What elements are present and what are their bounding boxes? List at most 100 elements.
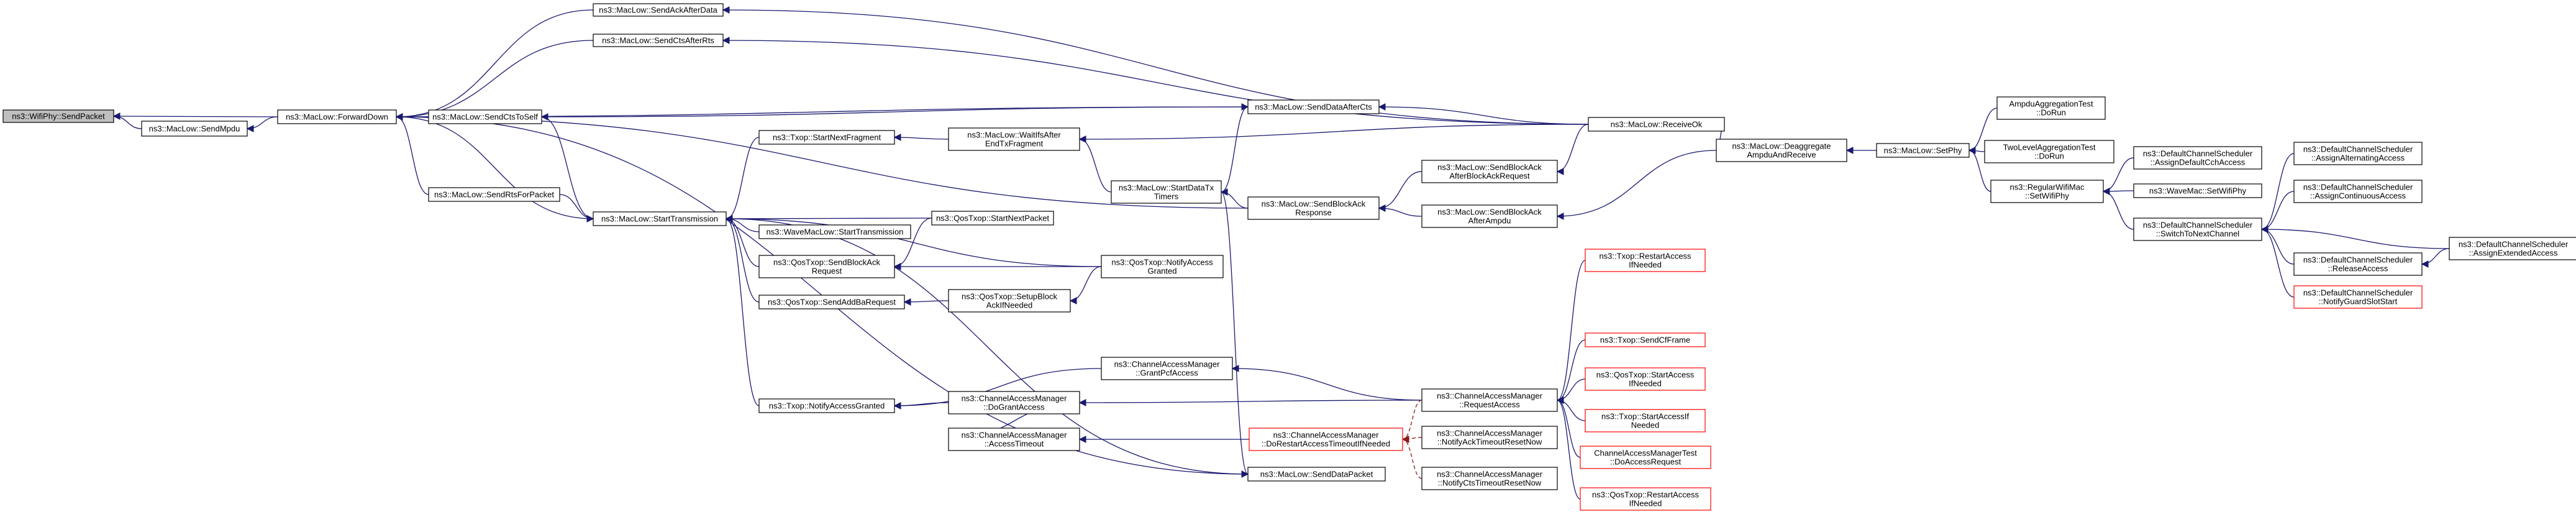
node-box (593, 34, 724, 47)
edge-path (1078, 124, 1589, 143)
edge-path (112, 112, 142, 129)
node-channelaccessmanagertest-doaccessrequest[interactable]: ChannelAccessManagerTest::DoAccessReques… (1580, 446, 1711, 469)
edge-n7-to-n2 (395, 113, 594, 219)
node-ns3-channelaccessmanager-dograntaccess[interactable]: ns3::ChannelAccessManager::DoGrantAccess (948, 391, 1080, 414)
node-ns3-wavemaclow-starttransmission[interactable]: ns3::WaveMacLow::StartTransmission (758, 224, 911, 239)
node-ns3-maclow-sendblockack-afterblockackrequest[interactable]: ns3::MacLow::SendBlockAckAfterBlockAckRe… (1421, 160, 1558, 183)
node-ns3-defaultchannelscheduler-assigndefaultcchaccess[interactable]: ns3::DefaultChannelScheduler::AssignDefa… (2133, 146, 2262, 170)
node-box (141, 121, 248, 137)
edge-path (1078, 399, 1422, 406)
node-ns3-channelaccessmanager-requestaccess[interactable]: ns3::ChannelAccessManager::RequestAccess (1421, 388, 1558, 412)
node-ns3-maclow-sendctsafterrts[interactable]: ns3::MacLow::SendCtsAfterRts (593, 34, 724, 47)
node-ns3-regularwifimac-setwifiphy[interactable]: ns3::RegularWifiMac::SetWifiPhy (1990, 180, 2104, 203)
node-label: Response (1295, 208, 1332, 217)
node-ns3-channelaccessmanager-accesstimeout[interactable]: ns3::ChannelAccessManager::AccessTimeout (948, 428, 1080, 451)
node-label: ns3::WaveMac::SetWifiPhy (2149, 186, 2247, 196)
node-ns3-maclow-forwarddown[interactable]: ns3::MacLow::ForwardDown (277, 109, 397, 124)
node-ns3-maclow-senddataaftercts[interactable]: ns3::MacLow::SendDataAfterCts (1247, 99, 1380, 114)
node-label: ns3::Txop::RestartAccess (1599, 252, 1691, 261)
node-ns3-defaultchannelscheduler-assigncontinuousaccess[interactable]: ns3::DefaultChannelScheduler::AssignCont… (2293, 180, 2423, 203)
edge-n5-to-n7 (541, 116, 594, 222)
node-ns3-qostxop-sendaddbarequest[interactable]: ns3::QosTxop::SendAddBaRequest (758, 295, 905, 309)
node-ns3-channelaccessmanager-notifyacktimeoutresetnow[interactable]: ns3::ChannelAccessManager::NotifyAckTime… (1421, 426, 1558, 449)
node-ns3-txop-startnextfragment[interactable]: ns3::Txop::StartNextFragment (758, 130, 895, 145)
node-box (2133, 183, 2262, 198)
node-ns3-channelaccessmanager-notifyctstimeoutresetnow[interactable]: ns3::ChannelAccessManager::NotifyCtsTime… (1421, 467, 1558, 490)
node-ns3-maclow-sendrtsforpacket[interactable]: ns3::MacLow::SendRtsForPacket (428, 187, 560, 202)
node-label: ns3::ChannelAccessManager (962, 394, 1067, 403)
edge-n31-to-n28 (1556, 260, 1586, 404)
edge-path (725, 215, 760, 406)
node-ns3-maclow-setphy[interactable]: ns3::MacLow::SetPhy (1876, 143, 1970, 158)
edge-n44-to-n41 (2102, 188, 2134, 230)
edge-n18-to-n7 (725, 215, 1102, 267)
edge-n1-to-n0 (112, 112, 142, 129)
node-ns3-channelaccessmanager-grantpcfaccess[interactable]: ns3::ChannelAccessManager::GrantPcfAcces… (1101, 357, 1233, 380)
node-ns3-maclow-sendctstoself[interactable]: ns3::MacLow::SendCtsToSelf (428, 109, 542, 124)
edge-path (112, 112, 278, 120)
node-box (428, 109, 542, 124)
node-ampduaggregationtest-dorun[interactable]: AmpduAggregationTest::DoRun (1996, 96, 2106, 120)
node-label: ns3::DefaultChannelScheduler (2143, 149, 2253, 158)
node-box (593, 3, 724, 17)
edge-n30-to-n21 (1401, 436, 1422, 479)
edge-path (1556, 150, 1717, 220)
edge-n28-to-n13 (1078, 399, 1422, 406)
edge-path (395, 9, 594, 121)
node-ns3-qostxop-startnextpacket[interactable]: ns3::QosTxop::StartNextPacket (931, 211, 1054, 226)
edge-n27-to-n3 (722, 6, 1589, 125)
node-label: ns3::ChannelAccessManager (1437, 470, 1542, 479)
node-label: ns3::MacLow::ReceiveOk (1611, 120, 1703, 129)
node-ns3-maclow-starttransmission[interactable]: ns3::MacLow::StartTransmission (593, 211, 727, 226)
node-box (948, 391, 1080, 414)
node-ns3-defaultchannelscheduler-releaseaccess[interactable]: ns3::DefaultChannelScheduler::ReleaseAcc… (2293, 252, 2423, 276)
node-label: ns3::MacLow::SendDataPacket (1260, 470, 1373, 479)
node-ns3-txop-sendcfframe[interactable]: ns3::Txop::SendCfFrame (1585, 332, 1706, 347)
node-ns3-defaultchannelscheduler-assignalternatingaccess[interactable]: ns3::DefaultChannelScheduler::AssignAlte… (2293, 142, 2423, 165)
node-label: IfNeeded (1629, 379, 1662, 388)
node-ns3-maclow-sendackafterdata[interactable]: ns3::MacLow::SendAckAfterData (593, 3, 724, 17)
node-box (1101, 357, 1233, 380)
node-ns3-defaultchannelscheduler-assignextendedaccess[interactable]: ns3::DefaultChannelScheduler::AssignExte… (2449, 237, 2576, 260)
node-box (1247, 467, 1386, 482)
node-ns3-wavemac-setwifiphy[interactable]: ns3::WaveMac::SetWifiPhy (2133, 183, 2262, 198)
node-twolevelaggregationtest-dorun[interactable]: TwoLevelAggregationTest::DoRun (1984, 140, 2114, 163)
node-ns3-qostxop-notifyaccess-granted[interactable]: ns3::QosTxop::NotifyAccessGranted (1101, 255, 1224, 278)
edge-path (1556, 124, 1589, 175)
edge-n16-to-n15 (1078, 135, 1112, 193)
node-ns3-maclow-sendmpdu[interactable]: ns3::MacLow::SendMpdu (141, 121, 248, 137)
node-label: ns3::MacLow::SendCtsToSelf (432, 112, 538, 122)
edge-n16-to-n23 (1221, 103, 1249, 193)
node-label: Timers (1154, 192, 1179, 201)
node-ns3-wifiphy-sendpacket[interactable]: ns3::WifiPhy::SendPacket (2, 109, 114, 123)
node-ns3-defaultchannelscheduler-switchtonextchannel[interactable]: ns3::DefaultChannelScheduler::SwitchToNe… (2133, 217, 2262, 241)
node-label: ns3::QosTxop::RestartAccess (1592, 490, 1699, 500)
node-ns3-maclow-receiveok[interactable]: ns3::MacLow::ReceiveOk (1588, 117, 1725, 132)
node-box (2449, 237, 2576, 260)
node-label: ns3::MacLow::SendDataAfterCts (1255, 103, 1372, 112)
edge-n46-to-n44 (2260, 191, 2295, 233)
edge-path (1220, 188, 1249, 209)
node-ns3-channelaccessmanager-dorestartaccesstimeoutifneeded[interactable]: ns3::ChannelAccessManager::DoRestartAcce… (1249, 428, 1403, 451)
edge-path (541, 116, 594, 222)
node-ns3-maclow-senddatapacket[interactable]: ns3::MacLow::SendDataPacket (1247, 467, 1386, 482)
node-label: ns3::MacLow::SendCtsAfterRts (602, 36, 714, 45)
node-ns3-defaultchannelscheduler-notifyguardslotstart[interactable]: ns3::DefaultChannelScheduler::NotifyGuar… (2293, 285, 2423, 309)
node-label: ::SetWifiPhy (2025, 191, 2069, 201)
edge-path (1401, 400, 1422, 443)
node-label: IfNeeded (1629, 499, 1662, 508)
node-label: ns3::Txop::NotifyAccessGranted (769, 401, 885, 411)
node-ns3-txop-notifyaccessgranted[interactable]: ns3::Txop::NotifyAccessGranted (758, 398, 895, 413)
node-box (277, 109, 397, 124)
